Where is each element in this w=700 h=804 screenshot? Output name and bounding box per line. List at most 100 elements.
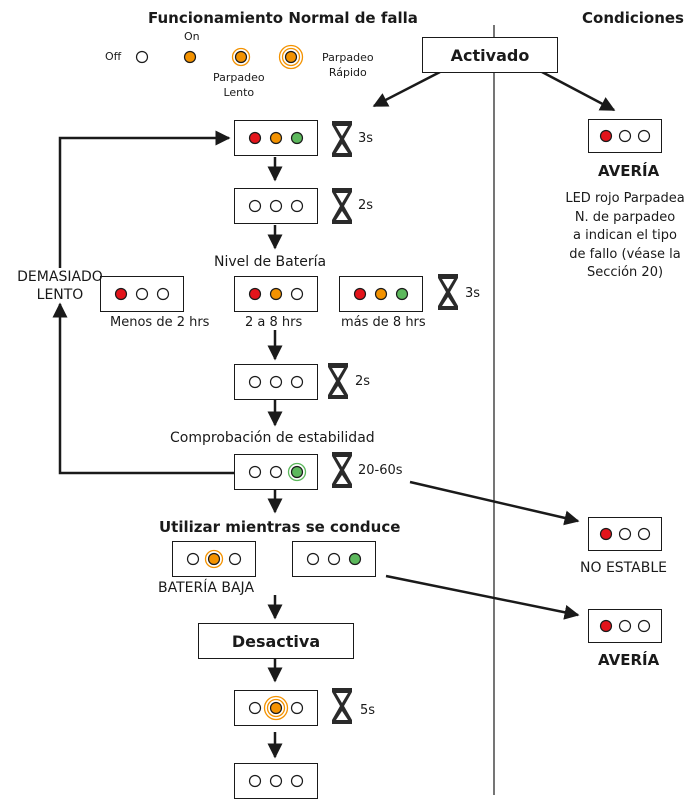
- led-panel-off-2: [234, 364, 318, 400]
- led-red: [599, 527, 613, 541]
- too-slow-label: DEMASIADO LENTO: [8, 268, 112, 304]
- loop-too-slow-upper: [58, 130, 231, 268]
- led-off: [248, 375, 262, 389]
- led-orange: [269, 131, 283, 145]
- led-row: [248, 774, 304, 788]
- led-off: [290, 774, 304, 788]
- left-title: Funcionamiento Normal de falla: [148, 9, 418, 27]
- led-row: [599, 619, 651, 633]
- led-green-slow-ring: [287, 462, 307, 482]
- led-off: [248, 701, 262, 715]
- led-off: [269, 465, 283, 479]
- led-green: [290, 131, 304, 145]
- not-stable-label: NO ESTABLE: [580, 560, 667, 576]
- led-off: [306, 552, 320, 566]
- timer-2s-b: 2s: [355, 374, 371, 389]
- led-row: [248, 462, 307, 482]
- led-panel-not-stable: [588, 517, 662, 551]
- led-off: [228, 552, 242, 566]
- legend-fast-line1: Parpadeo: [322, 51, 374, 64]
- led-off: [248, 199, 262, 213]
- led-off: [269, 774, 283, 788]
- timer-5s: 5s: [360, 703, 376, 718]
- too-slow-line1: DEMASIADO: [17, 269, 103, 285]
- led-panel-battery-mid: [234, 276, 318, 312]
- led-off: [248, 465, 262, 479]
- led-panel-fault: [588, 119, 662, 153]
- led-panel-off-final: [234, 763, 318, 799]
- led-off: [637, 619, 651, 633]
- legend-fast-ring-outer: [278, 44, 304, 70]
- led-row: [306, 552, 362, 566]
- hourglass-icon: [332, 188, 352, 224]
- led-red: [599, 129, 613, 143]
- legend-slow-label: Parpadeo Lento: [213, 70, 265, 100]
- led-orange-slow-ring: [204, 549, 224, 569]
- led-off: [269, 375, 283, 389]
- led-off: [290, 701, 304, 715]
- led-red: [114, 287, 128, 301]
- led-orange: [269, 287, 283, 301]
- legend-fast-ring: [281, 47, 301, 67]
- timer-3s-battery: 3s: [465, 286, 481, 301]
- led-row: [248, 287, 304, 301]
- led-off: [618, 527, 632, 541]
- led-panel-off-1: [234, 188, 318, 224]
- legend-on-led: [183, 50, 197, 64]
- label-more-8: más de 8 hrs: [341, 315, 426, 330]
- led-off: [186, 552, 200, 566]
- led-row: [248, 375, 304, 389]
- led-off: [637, 129, 651, 143]
- led-row: [353, 287, 409, 301]
- arrow-activado-left: [372, 70, 441, 108]
- led-orange-fast-ring: [266, 698, 286, 718]
- timer-3s: 3s: [358, 131, 374, 146]
- led-orange: [374, 287, 388, 301]
- hourglass-icon: [328, 363, 348, 399]
- led-off: [290, 287, 304, 301]
- led-panel-driving: [292, 541, 376, 577]
- legend-swatches: [135, 44, 304, 70]
- led-red: [353, 287, 367, 301]
- arrow-not-stable: [409, 480, 580, 526]
- legend-slow-ring: [231, 47, 251, 67]
- hourglass-icon: [438, 274, 458, 310]
- led-off: [290, 199, 304, 213]
- led-orange-fast: [269, 701, 283, 715]
- stability-label: Comprobación de estabilidad: [170, 430, 375, 446]
- timer-2s: 2s: [358, 198, 374, 213]
- fault-desc-line: de fallo (véase la: [569, 246, 681, 262]
- legend-fast-led: [284, 50, 298, 64]
- fault-desc-line: Sección 20): [586, 265, 664, 280]
- label-2-to-8: 2 a 8 hrs: [245, 315, 303, 330]
- legend-fast-line2: Rápido: [328, 66, 367, 79]
- legend-on-label: On: [184, 30, 200, 43]
- activado-box: Activado: [422, 37, 558, 73]
- timer-20-60s: 20-60s: [358, 463, 403, 478]
- legend-fast-label: Parpadeo Rápido: [322, 50, 374, 80]
- led-orange-fast-ring-outer: [263, 695, 289, 721]
- led-panel-battery-full: [339, 276, 423, 312]
- led-row: [248, 199, 304, 213]
- led-row: [248, 695, 304, 721]
- led-green: [348, 552, 362, 566]
- fault-description: LED rojo Parpadea N. de parpadeo a indic…: [555, 190, 695, 283]
- led-off: [290, 375, 304, 389]
- right-title: Condiciones: [582, 9, 684, 27]
- fault-desc-line: LED rojo Parpadea: [565, 191, 685, 206]
- hourglass-icon: [332, 121, 352, 157]
- use-driving-label: Utilizar mientras se conduce: [159, 518, 401, 536]
- led-green: [395, 287, 409, 301]
- legend-off-led: [135, 50, 149, 64]
- legend-slow-line1: Parpadeo: [213, 71, 265, 84]
- legend-slow-led: [234, 50, 248, 64]
- led-panel-battery-low: [100, 276, 184, 312]
- arrow-activado-right: [541, 70, 616, 112]
- led-off: [618, 129, 632, 143]
- led-red: [248, 131, 262, 145]
- led-row: [248, 131, 304, 145]
- fault-desc-line: N. de parpadeo: [574, 209, 676, 225]
- led-row: [599, 129, 651, 143]
- led-panel-low-battery: [172, 541, 256, 577]
- fault-title: AVERÍA: [598, 162, 660, 180]
